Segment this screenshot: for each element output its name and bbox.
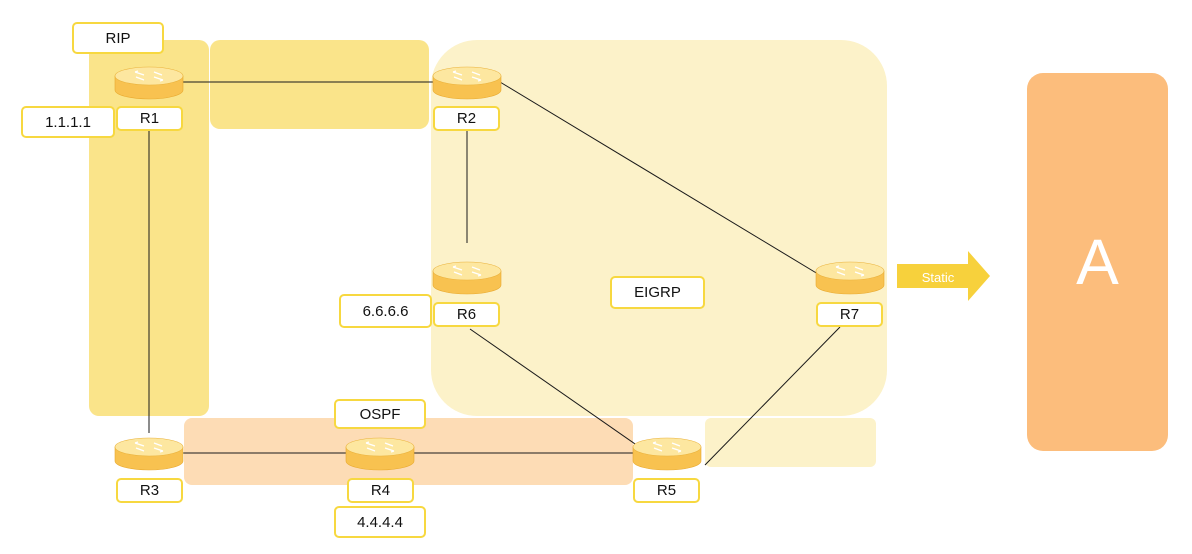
router-r7-label: R7 [816, 302, 883, 327]
r6-address-label: 6.6.6.6 [339, 294, 432, 328]
router-r6-label: R6 [433, 302, 500, 327]
r4-router-icon [345, 437, 415, 471]
static-arrow-label: Static [921, 269, 955, 285]
r7-router-icon [815, 261, 885, 295]
link-r7-r5 [704, 326, 841, 466]
ospf-zone-label: OSPF [334, 399, 426, 429]
routers [114, 66, 885, 471]
rip-zone-horizontal [210, 40, 429, 129]
r6-router-icon [432, 261, 502, 295]
router-r1-label: R1 [116, 106, 183, 131]
links [148, 81, 841, 466]
static-arrow [897, 251, 990, 301]
router-r4-label: R4 [347, 478, 414, 503]
r4-address-label: 4.4.4.4 [334, 506, 426, 538]
r3-router-icon [114, 437, 184, 471]
link-r2-r7 [499, 81, 819, 275]
router-r3-label: R3 [116, 478, 183, 503]
router-r2-label: R2 [433, 106, 500, 131]
r2-router-icon [432, 66, 502, 100]
r5-router-icon [632, 437, 702, 471]
eigrp-zone [431, 40, 887, 416]
external-network-box [1027, 73, 1168, 451]
rip-zone-label: RIP [72, 22, 164, 54]
r1-router-icon [114, 66, 184, 100]
r1-address-label: 1.1.1.1 [21, 106, 115, 138]
external-network-label: A [1076, 226, 1119, 298]
link-r6-r5 [469, 328, 649, 454]
eigrp-zone-label: EIGRP [610, 276, 705, 309]
router-r5-label: R5 [633, 478, 700, 503]
eigrp-zone-extension [705, 418, 876, 467]
